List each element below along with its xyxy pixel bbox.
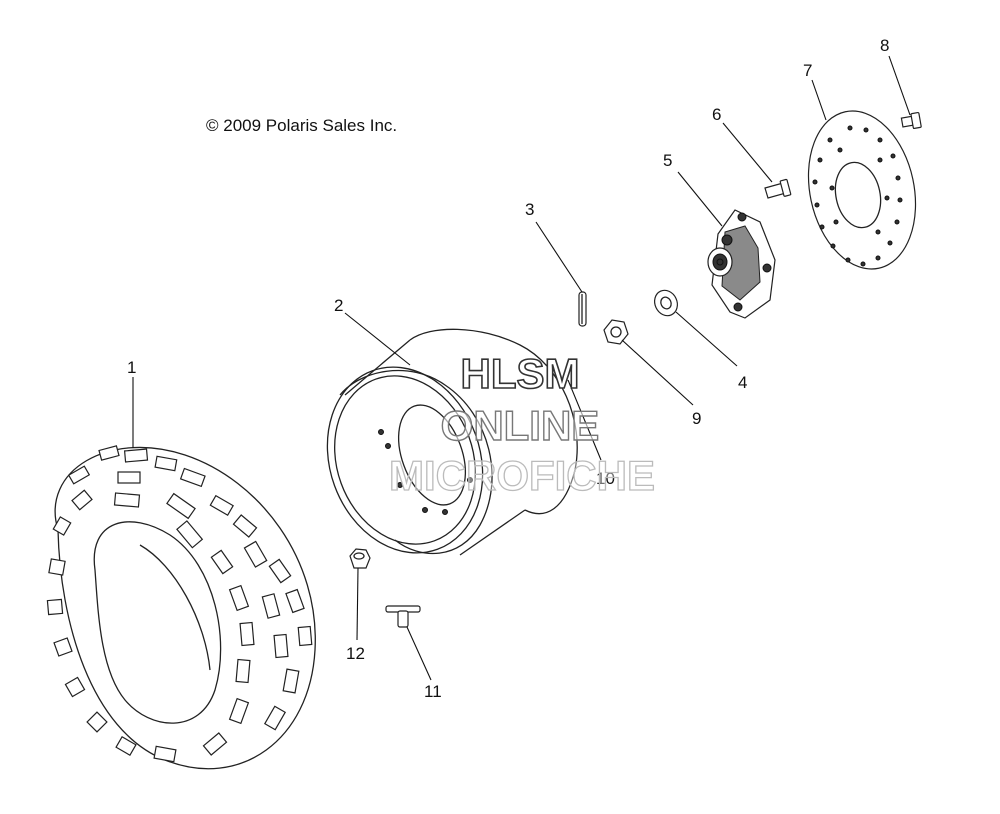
callout-2: 2 — [334, 296, 343, 315]
castle-nut-drawing — [603, 319, 629, 345]
hub-drawing — [707, 209, 776, 319]
callout-4: 4 — [738, 373, 747, 392]
bolt-8-drawing — [900, 111, 922, 130]
wheel-rim-drawing — [326, 328, 578, 556]
lug-nut-drawing — [349, 548, 371, 569]
callouts: 1 2 3 4 5 6 7 8 9 10 11 12 — [127, 36, 889, 701]
lug-bolt-drawing — [385, 605, 421, 628]
callout-8: 8 — [880, 36, 889, 55]
watermark-line-2: ONLINE — [441, 402, 600, 449]
callout-3: 3 — [525, 200, 534, 219]
brake-disc-drawing — [807, 110, 917, 270]
callout-11: 11 — [424, 682, 442, 701]
watermark-line-1: HLSM — [461, 350, 580, 397]
callout-6: 6 — [712, 105, 721, 124]
callout-9: 9 — [692, 409, 701, 428]
callout-5: 5 — [663, 151, 672, 170]
cotter-pin-drawing — [578, 291, 587, 327]
tire-drawing — [46, 445, 316, 770]
tire-tread — [46, 445, 313, 763]
bolt-6-drawing — [764, 178, 792, 199]
brake-disc-holes — [812, 125, 903, 267]
callout-1: 1 — [127, 358, 136, 377]
washer-drawing — [654, 289, 678, 317]
leader-lines — [132, 55, 911, 681]
callout-10: 10 — [596, 469, 615, 488]
callout-7: 7 — [803, 61, 812, 80]
callout-12: 12 — [346, 644, 365, 663]
copyright-text: © 2009 Polaris Sales Inc. — [206, 116, 397, 135]
watermark-line-3: MICROFICHE — [389, 452, 655, 499]
watermark: HLSM ONLINE MICROFICHE — [388, 349, 655, 499]
